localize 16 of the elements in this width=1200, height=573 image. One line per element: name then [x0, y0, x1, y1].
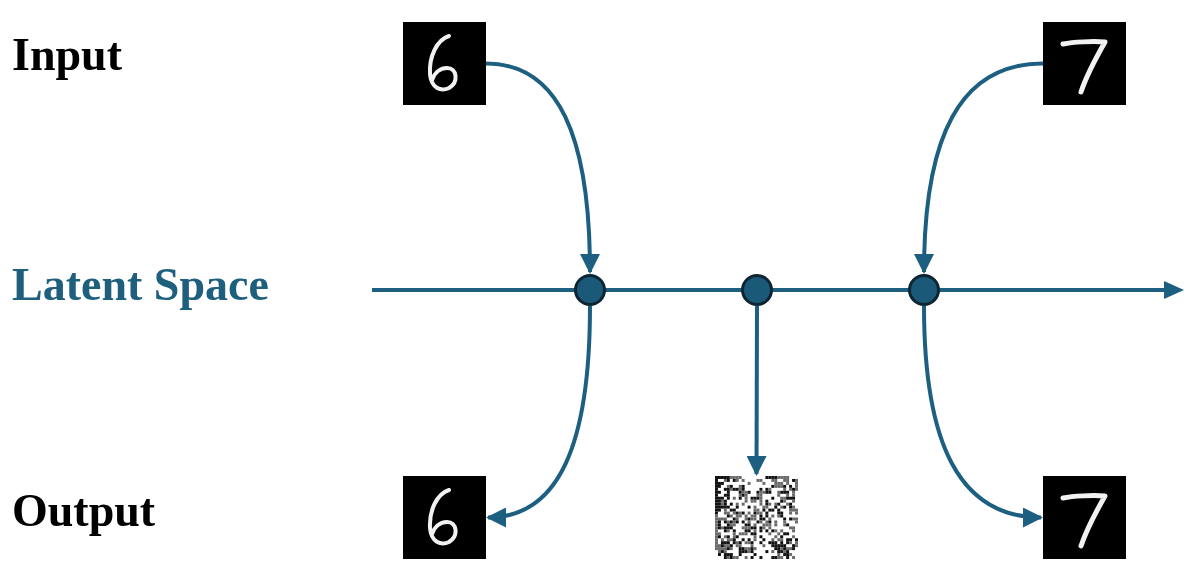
digit-image — [403, 476, 486, 559]
arrow — [746, 306, 767, 476]
row-label: Output — [12, 488, 156, 534]
digit-image — [1043, 22, 1126, 105]
latent-point — [908, 274, 940, 306]
latent-point — [574, 274, 606, 306]
digit-image — [403, 22, 486, 105]
arrow — [914, 61, 1044, 274]
arrow — [922, 305, 1043, 527]
row-label: Latent Space — [12, 262, 269, 308]
row-label: Input — [12, 32, 122, 78]
digit-image — [1043, 476, 1126, 559]
arrow — [486, 305, 592, 526]
noise-image — [715, 476, 798, 559]
arrow — [485, 61, 600, 274]
latent-point — [741, 274, 773, 306]
